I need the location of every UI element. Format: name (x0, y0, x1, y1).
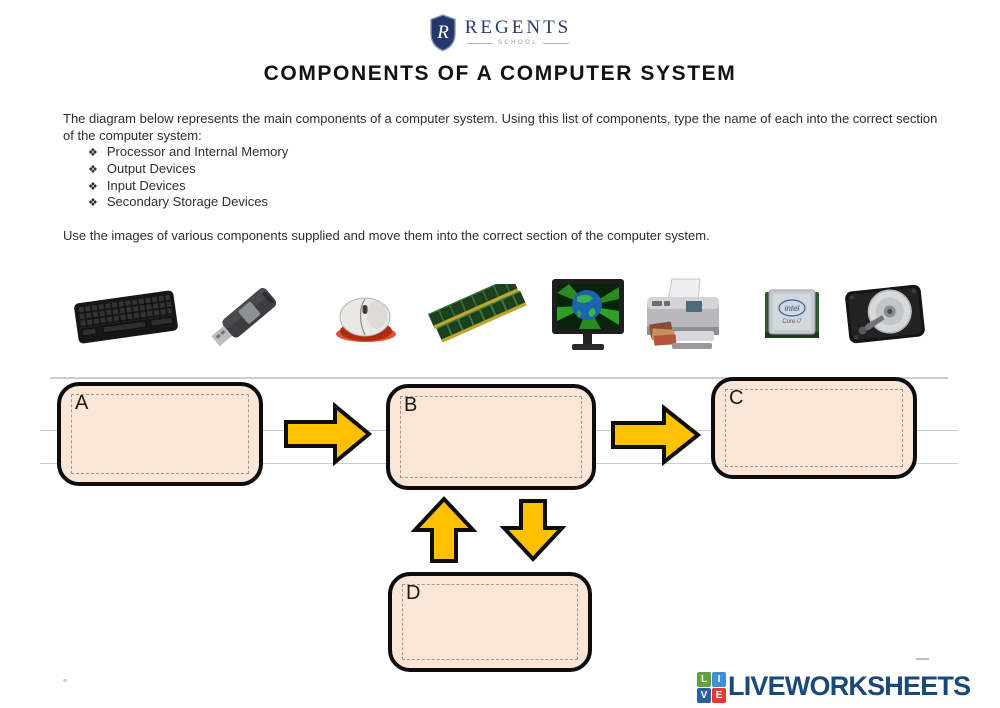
liveworksheets-logo: L I V E LIVEWORKSHEETS (697, 670, 971, 703)
list-item: ❖ Processor and Internal Memory (88, 144, 288, 161)
divider (543, 42, 570, 44)
bullet-icon: ❖ (88, 147, 98, 159)
monitor-icon (552, 279, 624, 350)
divider (466, 42, 493, 44)
keyboard-icon (74, 290, 178, 344)
page-dash (916, 658, 929, 660)
arrow-right-b-to-c-icon (610, 404, 702, 466)
tile-letter: E (712, 688, 726, 703)
cpu-brand-text: intel (785, 304, 800, 313)
component-usb-flash-drive[interactable] (202, 281, 290, 349)
drop-zone-a-input-area[interactable] (71, 394, 249, 474)
components-row: intel Core i7 (0, 273, 1000, 363)
list-item-label: Output Devices (106, 160, 196, 176)
bullet-icon: ❖ (88, 197, 98, 210)
component-ram-memory[interactable] (422, 284, 527, 342)
school-subtitle: SCHOOL (497, 40, 539, 46)
arrow-down-b-to-d-icon (499, 498, 567, 562)
drop-zone-c-label: C (729, 387, 744, 409)
list-item-label: Input Devices (106, 177, 186, 193)
list-item-label: Secondary Storage Devices (106, 194, 269, 210)
arrow-right-a-to-b-icon (283, 401, 373, 467)
components-list: ❖ Processor and Internal Memory ❖ Output D… (88, 144, 288, 211)
usb-flash-drive-icon (211, 288, 277, 347)
divider-line (50, 377, 948, 379)
drop-zone-d-input-area[interactable] (402, 584, 578, 660)
component-keyboard[interactable] (73, 286, 179, 348)
bullet-icon: ❖ (88, 180, 98, 193)
school-logo: R REGENTS SCHOOL (0, 14, 1000, 52)
liveworksheets-tiles-icon: L I V E (697, 672, 726, 703)
component-printer[interactable] (642, 277, 724, 353)
drop-zone-b[interactable]: B (386, 384, 596, 490)
drop-zone-b-input-area[interactable] (400, 396, 582, 478)
school-shield-icon: R (430, 14, 456, 52)
page-title: COMPONENTS OF A COMPUTER SYSTEM (263, 62, 737, 85)
school-name: REGENTS (464, 17, 572, 38)
ram-memory-icon (428, 284, 527, 342)
cpu-model-text: Core i7 (782, 319, 802, 325)
list-item: ❖ Secondary Storage Devices (88, 194, 288, 211)
printer-icon (647, 278, 719, 349)
drop-zone-d-label: D (406, 582, 421, 604)
tile-letter: L (697, 672, 711, 687)
bullet-icon: ❖ (88, 163, 98, 176)
cpu-processor-icon: intel Core i7 (765, 289, 819, 338)
shield-letter: R (436, 22, 449, 43)
mouse-icon (336, 297, 396, 342)
component-cpu-processor[interactable]: intel Core i7 (762, 287, 824, 341)
tile-letter: I (712, 672, 726, 687)
drop-zone-c[interactable]: C (711, 377, 917, 479)
list-item-label: Processor and Internal Memory (106, 144, 289, 159)
drop-zone-c-input-area[interactable] (725, 389, 903, 467)
component-hard-disk-drive[interactable] (842, 282, 928, 346)
drop-zone-a[interactable]: A (57, 382, 263, 486)
page-mark (63, 679, 67, 682)
move-instruction-text: Use the images of various components sup… (63, 228, 710, 243)
component-mouse[interactable] (329, 293, 403, 343)
intro-text: The diagram below represents the main co… (63, 111, 938, 143)
list-item: ❖ Output Devices (88, 161, 288, 178)
list-item: ❖ Input Devices (88, 178, 288, 195)
tile-letter: V (697, 688, 711, 703)
arrow-up-d-to-b-icon (411, 496, 477, 564)
liveworksheets-wordmark: LIVEWORKSHEETS (728, 671, 971, 701)
hard-disk-drive-icon (845, 284, 925, 344)
drop-zone-d[interactable]: D (388, 572, 592, 672)
component-monitor[interactable] (549, 277, 627, 353)
drop-zone-b-label: B (404, 394, 418, 416)
drop-zone-a-label: A (75, 392, 89, 414)
